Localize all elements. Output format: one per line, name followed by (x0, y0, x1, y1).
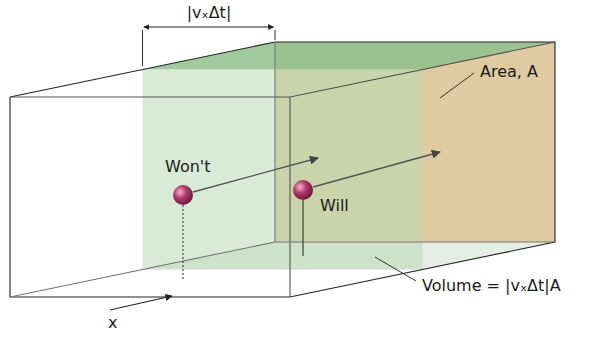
extension-line (275, 30, 276, 40)
box-edge (289, 97, 290, 297)
dimension-label: |vₓΔt| (185, 3, 234, 23)
volume-label: Volume = |vₓΔt|A (420, 276, 563, 296)
box-edges (10, 42, 555, 297)
leader-line (440, 73, 474, 98)
box-edge (290, 42, 555, 97)
leader-line (375, 257, 416, 281)
area-label: Area, A (478, 62, 540, 82)
velocity-arrow (313, 152, 440, 187)
box-edge (274, 42, 275, 242)
molecule-label: Will (318, 196, 351, 216)
slab-plane (143, 70, 423, 270)
axis-arrow (110, 296, 172, 310)
molecule (173, 185, 193, 205)
box-edge (275, 241, 555, 242)
drop-line (183, 205, 184, 280)
molecule (293, 180, 313, 200)
box-edge (10, 242, 275, 297)
molecule-label: Won't (163, 157, 212, 177)
extension-line (142, 30, 143, 66)
dimension-line (144, 27, 274, 28)
drop-line (303, 200, 304, 256)
box-edge (10, 96, 290, 97)
axis-label: x (106, 313, 119, 333)
box-outline (10, 42, 555, 297)
